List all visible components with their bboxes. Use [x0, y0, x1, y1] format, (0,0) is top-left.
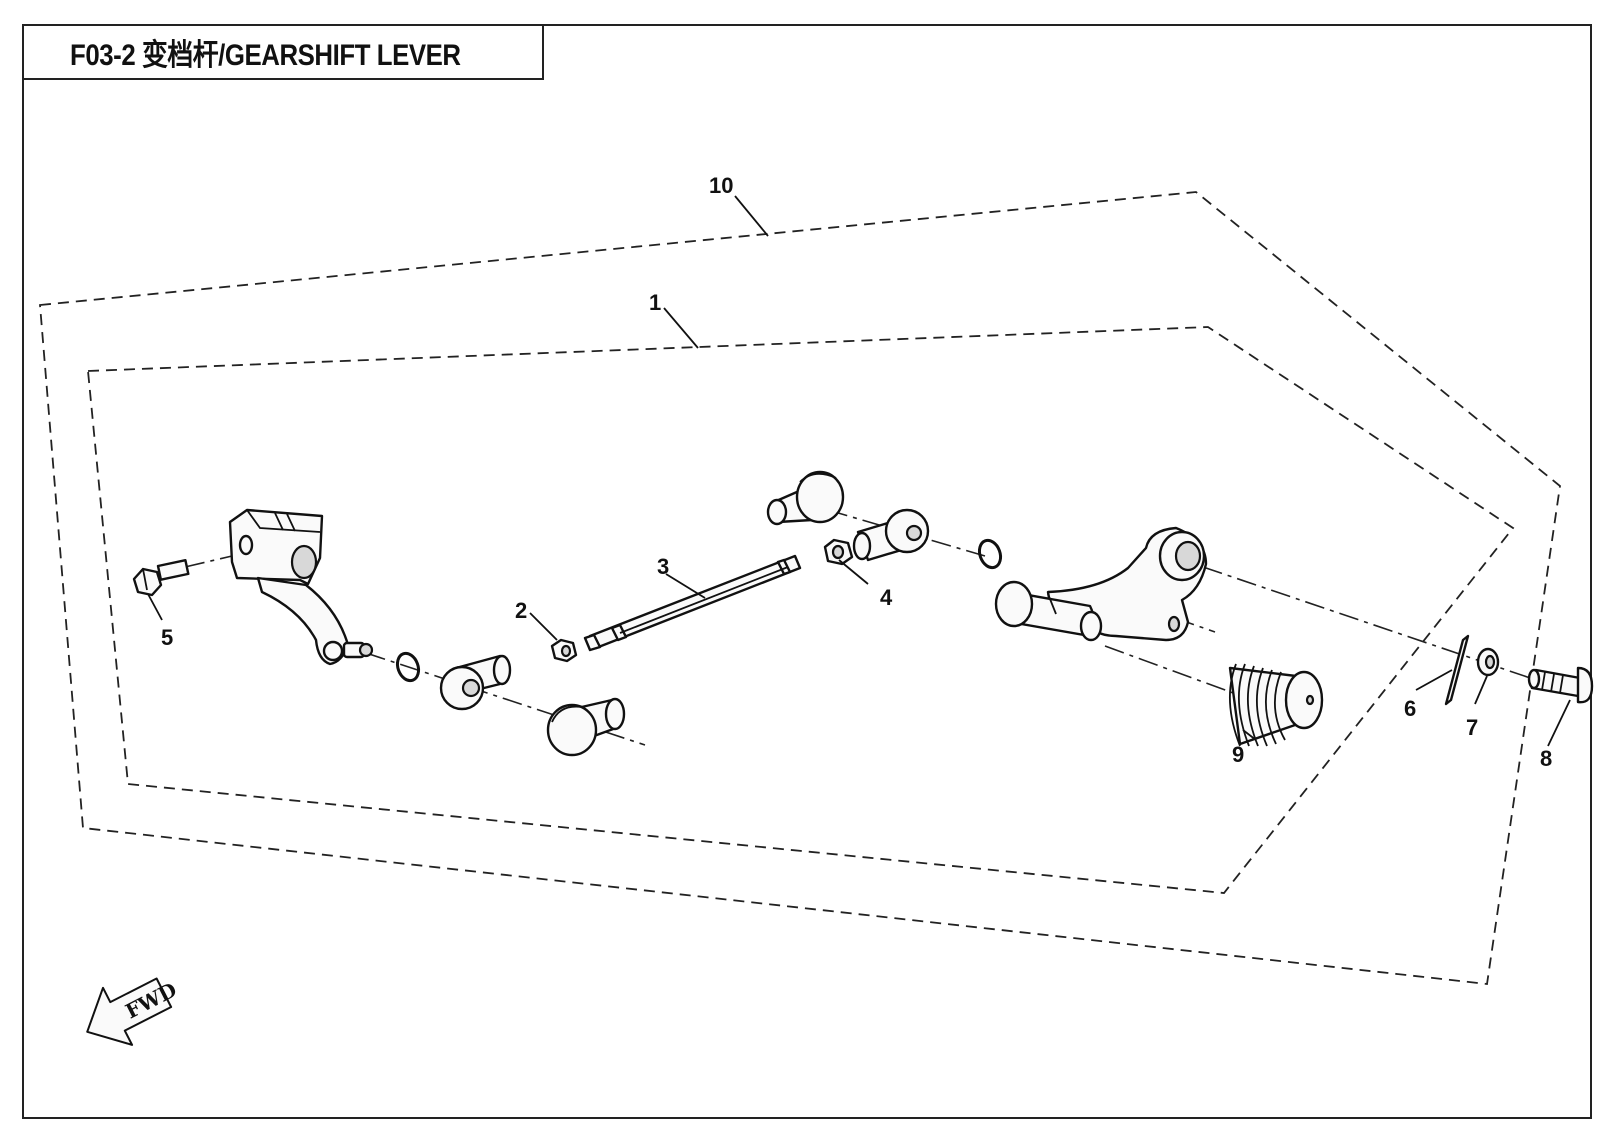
- assembly-outline-1: [87, 326, 1515, 894]
- upper-ball-joint: [766, 470, 845, 526]
- page-title: F03-2 变档杆/GEARSHIFT LEVER: [70, 39, 461, 72]
- leader-lines: [147, 195, 1571, 747]
- part-3-rod: [583, 554, 802, 652]
- callout-7: 7: [1466, 715, 1478, 740]
- fwd-arrow: FWD: [86, 977, 180, 1046]
- callout-5: 5: [161, 625, 173, 650]
- part-6-shim: [1444, 634, 1470, 706]
- part-2-nut: [550, 638, 578, 663]
- callout-8: 8: [1540, 746, 1552, 771]
- right-circlip: [977, 538, 1003, 570]
- callout-10: 10: [709, 173, 733, 198]
- part-4-nut: [823, 538, 854, 566]
- callout-labels: 10 1 3 2 4 5 6 7 8 9: [161, 173, 1552, 771]
- left-rod-end: [439, 654, 512, 711]
- part-7-washer: [1476, 647, 1500, 677]
- callout-9: 9: [1232, 742, 1244, 767]
- left-ball-joint: [546, 697, 626, 757]
- part-9-pedal-rubber: [1228, 663, 1324, 747]
- drawing-frame: [22, 24, 1592, 1119]
- assembly-outline-10: [39, 191, 1561, 985]
- callout-4: 4: [880, 585, 893, 610]
- part-8-pivot-bolt: [1527, 666, 1594, 704]
- title-box: F03-2 变档杆/GEARSHIFT LEVER: [22, 24, 544, 80]
- right-shift-pedal: [994, 526, 1208, 642]
- callout-2: 2: [515, 598, 527, 623]
- callout-6: 6: [1404, 696, 1416, 721]
- callout-3: 3: [657, 554, 669, 579]
- left-shift-arm: [228, 508, 374, 666]
- upper-rod-end: [852, 508, 930, 562]
- callout-1: 1: [649, 290, 661, 315]
- part-5-bolt: [132, 558, 190, 597]
- left-circlip: [395, 651, 421, 683]
